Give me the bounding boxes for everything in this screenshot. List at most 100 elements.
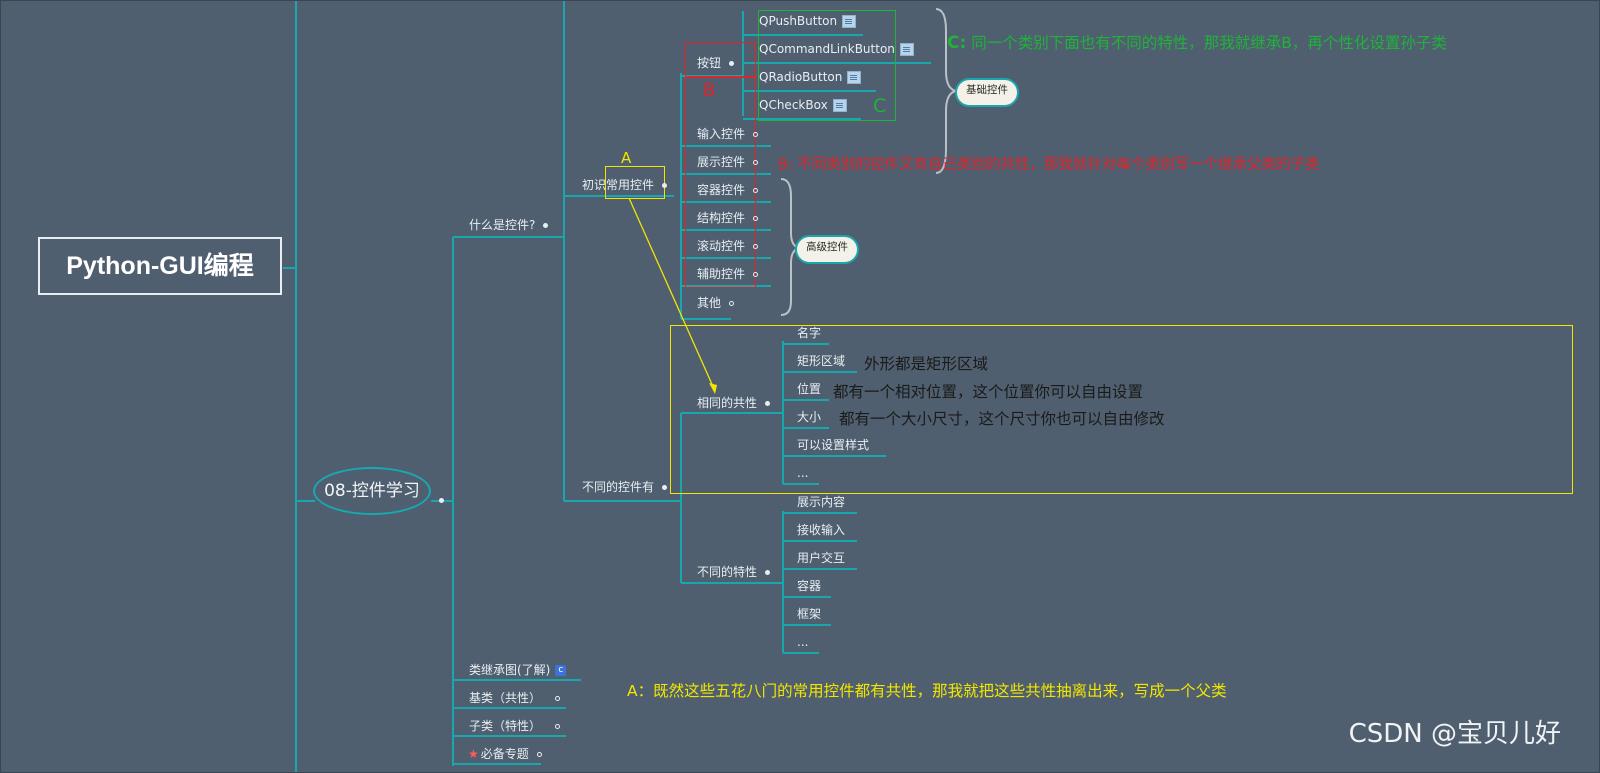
same-trait-label: 大小: [797, 410, 822, 424]
diff-trait-item[interactable]: 框架: [797, 606, 821, 622]
category-label: 容器控件: [697, 183, 746, 197]
note-icon[interactable]: [842, 15, 857, 28]
node-different-controls[interactable]: 不同的控件有: [582, 479, 668, 495]
category-label: 辅助控件: [697, 267, 746, 281]
category-label: 其他: [697, 296, 722, 310]
node-diff-label: 不同的特性: [697, 565, 758, 579]
diff-trait-item[interactable]: 接收输入: [797, 522, 845, 538]
category-item[interactable]: 展示控件: [697, 154, 759, 170]
category-label: 滚动控件: [697, 239, 746, 253]
node-what-is-label: 什么是控件?: [469, 218, 536, 232]
collapsed-indicator[interactable]: [555, 724, 561, 729]
green-box-buttons: [758, 10, 896, 121]
collapsed-indicator[interactable]: [753, 272, 759, 277]
collapsed-indicator[interactable]: [753, 244, 759, 249]
category-item[interactable]: 其他: [697, 295, 735, 311]
bottom-item-label: 类继承图(了解): [469, 663, 551, 677]
node-same-traits[interactable]: 相同的共性: [697, 395, 771, 411]
bottom-item-sub[interactable]: 子类（特性）: [469, 718, 561, 734]
category-label: 结构控件: [697, 211, 746, 225]
collapsed-indicator[interactable]: [536, 752, 542, 757]
category-label: 按钮: [697, 56, 722, 70]
note-position: 都有一个相对位置，这个位置你可以自由设置: [833, 383, 1144, 401]
same-trait-item[interactable]: 矩形区域: [797, 353, 845, 369]
note-icon[interactable]: [847, 71, 862, 84]
diff-trait-label: 容器: [797, 579, 822, 593]
node-different-label: 不同的控件有: [582, 480, 655, 494]
same-trait-item[interactable]: 可以设置样式: [797, 437, 869, 453]
note-icon[interactable]: [832, 99, 847, 112]
bottom-item-base[interactable]: 基类（共性）: [469, 690, 561, 706]
diff-trait-item[interactable]: ...: [797, 634, 808, 650]
yellow-box-shared: [670, 325, 1573, 494]
node-different-traits[interactable]: 不同的特性: [697, 564, 771, 580]
same-trait-label: 名字: [797, 326, 822, 340]
same-trait-item[interactable]: 名字: [797, 325, 821, 341]
diff-trait-item[interactable]: 容器: [797, 578, 821, 594]
node-what-is[interactable]: 什么是控件?: [469, 217, 549, 233]
category-item[interactable]: 容器控件: [697, 182, 759, 198]
topic-node[interactable]: 08-控件学习: [313, 467, 431, 515]
category-item[interactable]: 按钮: [697, 55, 735, 71]
category-label: 展示控件: [697, 155, 746, 169]
annotation-a-text: A：既然这些五花八门的常用控件都有共性，那我就把这些共性抽离出来，写成一个父类: [627, 682, 1227, 700]
node-common-controls[interactable]: 初识常用控件: [582, 177, 668, 193]
same-trait-label: ...: [797, 466, 809, 480]
category-item[interactable]: 滚动控件: [697, 238, 759, 254]
same-trait-label: 位置: [797, 382, 822, 396]
expand-dot[interactable]: [765, 570, 771, 575]
red-box-buttons: [685, 42, 756, 77]
button-class-label: QCheckBox: [759, 98, 828, 112]
expand-dot[interactable]: [729, 61, 735, 66]
collapsed-indicator[interactable]: [753, 188, 759, 193]
button-class-item[interactable]: QRadioButton: [759, 69, 862, 85]
node-common-label: 初识常用控件: [582, 178, 655, 192]
same-trait-item[interactable]: 大小: [797, 409, 821, 425]
advanced-controls-pill[interactable]: 高级控件: [795, 235, 859, 264]
root-node[interactable]: Python-GUI编程: [38, 237, 282, 295]
collapsed-indicator[interactable]: [753, 160, 759, 165]
expand-dot[interactable]: [662, 183, 668, 188]
diff-trait-label: 用户交互: [797, 551, 846, 565]
diff-trait-label: 框架: [797, 607, 822, 621]
diff-trait-label: 展示内容: [797, 495, 846, 509]
link-icon[interactable]: c: [555, 665, 567, 676]
bottom-item-inheritance[interactable]: 类继承图(了解) c: [469, 662, 567, 678]
collapsed-indicator[interactable]: [753, 132, 759, 137]
annotation-letter-b: B: [703, 80, 716, 101]
annotation-c-body: 同一个类别下面也有不同的特性，那我就继承B，再个性化设置孙子类: [971, 34, 1447, 52]
collapsed-indicator[interactable]: [753, 216, 759, 221]
button-class-label: QRadioButton: [759, 70, 843, 84]
note-icon[interactable]: [899, 43, 914, 56]
collapsed-indicator[interactable]: [729, 301, 735, 306]
yellow-box-common: [605, 166, 665, 199]
annotation-letter-a: A: [621, 149, 632, 167]
basic-controls-pill[interactable]: 基础控件: [955, 78, 1019, 107]
category-item[interactable]: 辅助控件: [697, 266, 759, 282]
annotation-c-prefix: C:: [947, 33, 967, 53]
node-same-label: 相同的共性: [697, 396, 758, 410]
expand-dot[interactable]: [765, 401, 771, 406]
button-class-item[interactable]: QPushButton: [759, 13, 857, 29]
expand-dot[interactable]: [543, 223, 549, 228]
collapsed-indicator[interactable]: [555, 696, 561, 701]
bottom-item-topics[interactable]: ★必备专题: [468, 746, 542, 762]
category-item[interactable]: 输入控件: [697, 126, 759, 142]
category-item[interactable]: 结构控件: [697, 210, 759, 226]
diff-trait-item[interactable]: 展示内容: [797, 494, 845, 510]
button-class-item[interactable]: QCommandLinkButton: [759, 41, 914, 57]
bottom-item-label: 子类（特性）: [469, 719, 542, 733]
button-class-item[interactable]: QCheckBox: [759, 97, 847, 113]
same-trait-label: 矩形区域: [797, 354, 846, 368]
topic-expand-dot[interactable]: [439, 498, 444, 503]
star-icon: ★: [468, 747, 479, 761]
same-trait-item[interactable]: 位置: [797, 381, 821, 397]
expand-dot[interactable]: [662, 485, 668, 490]
same-trait-item[interactable]: ...: [797, 465, 808, 481]
diff-trait-label: ...: [797, 635, 809, 649]
bottom-item-label: 必备专题: [480, 747, 529, 761]
bottom-item-label: 基类（共性）: [469, 691, 542, 705]
diff-trait-item[interactable]: 用户交互: [797, 550, 845, 566]
